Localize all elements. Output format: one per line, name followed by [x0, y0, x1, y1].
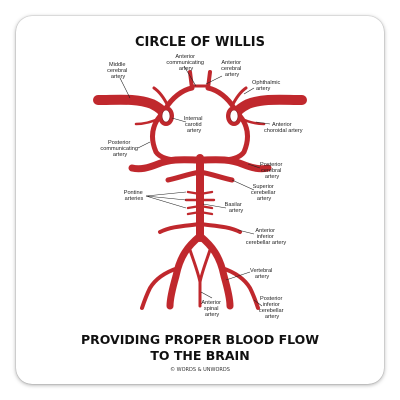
label-anterior-communicating: Anterior communicating artery	[166, 54, 205, 72]
sca-right-shape	[197, 169, 235, 183]
aca-right-shape	[205, 85, 237, 111]
subtitle-line-1: PROVIDING PROPER BLOOD FLOW	[81, 332, 319, 347]
pcom-right-shape	[219, 113, 250, 163]
labels: Anterior communicating artery Anterior c…	[100, 54, 302, 320]
vertebral-right-shape	[196, 232, 234, 310]
label-anterior-cerebral: Anterior cerebral artery	[221, 60, 243, 78]
subtitle-line-2: TO THE BRAIN	[150, 348, 249, 363]
artery-network	[93, 70, 307, 310]
achor-left-shape	[134, 116, 162, 126]
mca-right-shape	[229, 94, 307, 121]
label-ophthalmic: Ophthalmic artery	[252, 80, 282, 92]
pica-right-shape	[220, 266, 260, 310]
pcom-left-shape	[150, 113, 181, 163]
label-pontine: Pontine arteries	[124, 190, 145, 202]
pca-right-shape	[196, 156, 272, 173]
anterior-spinal-shape	[188, 248, 202, 308]
label-posterior-cerebral: Posterior cerebral artery	[260, 162, 284, 180]
aca-left-shape	[163, 85, 195, 111]
credit-text: © WORDS & UNWORDS	[170, 366, 230, 373]
diagram-title: CIRCLE OF WILLIS	[135, 35, 265, 50]
label-internal-carotid: Internal carotid artery	[184, 116, 204, 134]
label-basilar: Basilar artery	[225, 202, 244, 214]
label-posterior-inferior-cerebellar: Posterior inferior cerebellar artery	[259, 296, 285, 320]
pca-left-shape	[128, 156, 204, 173]
ophthalmic-right-shape	[230, 86, 248, 108]
mca-left-shape	[93, 94, 171, 121]
achor-right-shape	[238, 116, 266, 126]
label-posterior-communicating: Posterior communicating artery	[100, 140, 139, 158]
aica-right-shape	[198, 222, 242, 234]
vertebral-left-shape	[166, 232, 204, 310]
leader-lines	[119, 65, 271, 307]
label-vertebral: Vertebral artery	[250, 268, 274, 280]
sca-left-shape	[165, 169, 203, 183]
label-superior-cerebellar: Superior cerebellar artery	[251, 184, 277, 202]
aica-left-shape	[158, 222, 202, 234]
label-anterior-spinal: Anterior spinal artery	[201, 300, 222, 318]
pica-left-shape	[140, 266, 180, 310]
label-middle-cerebral: Middle cerebral artery	[107, 62, 129, 80]
label-anterior-choroidal: Anterior choroidal artery	[264, 122, 303, 134]
pontine-branches-shape	[184, 190, 216, 216]
ophthalmic-left-shape	[152, 86, 170, 108]
label-anterior-inferior-cerebellar: Anterior inferior cerebellar artery	[246, 228, 287, 246]
